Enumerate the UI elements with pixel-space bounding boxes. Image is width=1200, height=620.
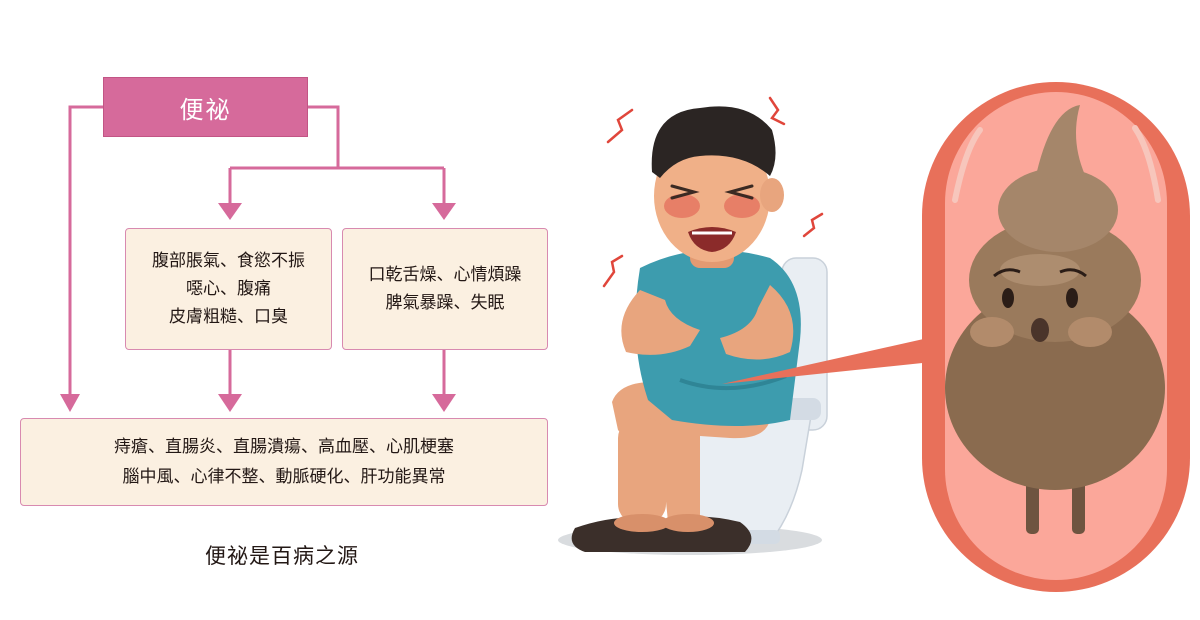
poop-eye-left <box>1002 288 1014 308</box>
arrowhead-icon <box>432 203 456 220</box>
caption: 便祕是百病之源 <box>205 544 359 568</box>
arrowhead-icon <box>432 394 456 412</box>
symptom-box-right: 口乾舌燥、心情煩躁 脾氣暴躁、失眠 <box>342 228 548 350</box>
connector-root-down <box>308 105 340 168</box>
hair-icon <box>651 106 776 178</box>
disease-line: 腦中風、心律不整、動脈硬化、肝功能異常 <box>122 467 446 487</box>
pointer-wedge <box>722 338 932 384</box>
connector-root-to-diseases <box>68 105 103 398</box>
arrowhead-icon <box>218 394 242 412</box>
shirt-icon <box>635 250 801 426</box>
poop-mouth <box>1031 318 1049 342</box>
disease-box: 痔瘡、直腸炎、直腸潰瘍、高血壓、心肌梗塞 腦中風、心律不整、動脈硬化、肝功能異常 <box>20 418 548 506</box>
disease-line: 痔瘡、直腸炎、直腸潰瘍、高血壓、心肌梗塞 <box>114 437 454 457</box>
head-icon <box>654 130 770 262</box>
man-on-toilet-illustration <box>558 96 932 555</box>
symptom-line: 脾氣暴躁、失眠 <box>385 293 505 313</box>
poop-eye-right <box>1066 288 1078 308</box>
poop-character-icon <box>945 105 1165 534</box>
symptom-line: 腹部脹氣、食慾不振 <box>152 251 305 271</box>
symptom-line: 噁心、腹痛 <box>186 279 271 299</box>
intestine-illustration <box>922 82 1190 592</box>
symptom-box-left: 腹部脹氣、食慾不振 噁心、腹痛 皮膚粗糙、口臭 <box>125 228 332 350</box>
symptom-line: 皮膚粗糙、口臭 <box>169 307 288 327</box>
symptom-line: 口乾舌燥、心情煩躁 <box>368 265 522 285</box>
arrowhead-icon <box>60 394 80 412</box>
strain-marks-icon <box>602 96 824 288</box>
root-box: 便祕 <box>103 77 308 137</box>
root-label: 便祕 <box>179 95 232 124</box>
arrowhead-icon <box>218 203 242 220</box>
